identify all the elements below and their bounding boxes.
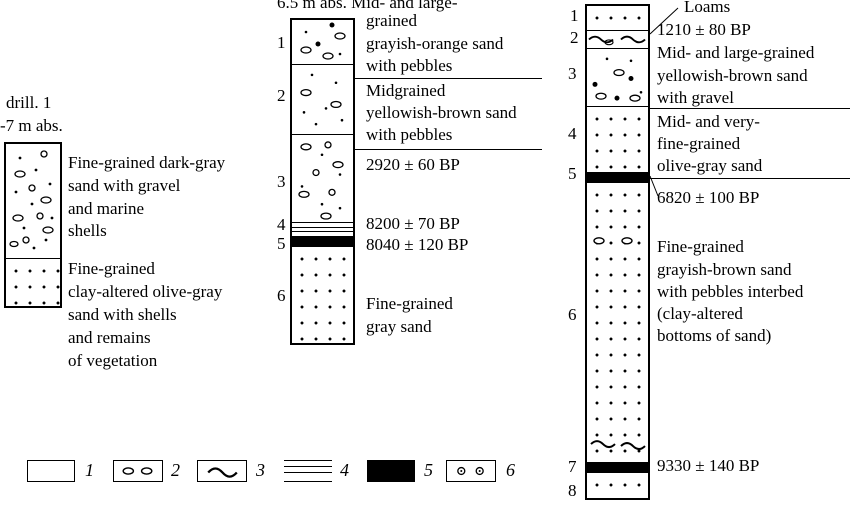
- legend-clay-icon: [284, 460, 332, 482]
- right-layer-7: [587, 462, 648, 472]
- left-desc-2e: of vegetation: [68, 351, 158, 370]
- right-num-7: 7: [568, 457, 577, 476]
- right-layer-5: [587, 172, 648, 182]
- legend-loam-icon: [197, 460, 247, 482]
- middle-desc-2c: with pebbles: [366, 125, 453, 144]
- middle-desc-2a: Midgrained: [366, 81, 446, 100]
- left-desc-1a: Fine-grained dark-gray: [68, 153, 226, 172]
- left-desc-1d: shells: [68, 221, 107, 240]
- right-date-2: 1210 ± 80 BP: [657, 20, 751, 39]
- middle-date-4: 8200 ± 70 BP: [366, 214, 460, 233]
- middle-column: [290, 18, 355, 345]
- right-desc-3c: with gravel: [657, 88, 734, 107]
- right-desc-4b: fine-grained: [657, 134, 741, 153]
- right-num-2: 2: [570, 28, 579, 47]
- middle-num-1: 1: [277, 33, 286, 52]
- right-num-1: 1: [570, 6, 579, 25]
- middle-num-6: 6: [277, 286, 286, 305]
- right-layer-4: [587, 106, 648, 172]
- legend-shells-icon: [446, 460, 496, 482]
- right-date-7: 9330 ± 140 BP: [657, 456, 760, 475]
- legend-num-5: 5: [424, 460, 433, 480]
- middle-desc-6b: gray sand: [366, 317, 432, 336]
- left-layer-1: [6, 144, 60, 258]
- right-desc-6b: grayish-brown sand: [657, 260, 792, 279]
- middle-top-partial: 6.5 m abs. Mid- and large-: [277, 0, 458, 12]
- right-desc-6c: with pebbles interbed: [657, 282, 804, 301]
- left-desc-2d: and remains: [68, 328, 151, 347]
- left-desc-2a: Fine-grained: [68, 259, 155, 278]
- right-layer-6: [587, 182, 648, 462]
- legend-num-2: 2: [171, 460, 180, 480]
- middle-desc-1b: grayish-orange sand: [366, 34, 504, 53]
- legend-num-1: 1: [85, 460, 94, 480]
- right-layer-3: [587, 48, 648, 106]
- right-num-8: 8: [568, 481, 577, 500]
- drill-title: drill. 1: [6, 93, 52, 112]
- left-desc-2b: clay-altered olive-gray: [68, 282, 223, 301]
- right-desc-6e: bottoms of sand): [657, 326, 772, 345]
- legend-num-6: 6: [506, 460, 515, 480]
- middle-desc-1a: grained: [366, 11, 417, 30]
- right-num-4: 4: [568, 124, 577, 143]
- legend-num-4: 4: [340, 460, 349, 480]
- right-date-5: 6820 ± 100 BP: [657, 188, 760, 207]
- right-loams-label: Loams: [684, 0, 731, 16]
- right-desc-4a: Mid- and very-: [657, 112, 760, 131]
- legend-pebbles-icon: [113, 460, 163, 482]
- middle-desc-1c: with pebbles: [366, 56, 453, 75]
- middle-desc-2b: yellowish-brown sand: [366, 103, 517, 122]
- middle-layer-1: [292, 20, 353, 64]
- middle-layer-5: [292, 236, 353, 246]
- right-layer-2: [587, 30, 648, 48]
- middle-layer-6: [292, 246, 353, 345]
- middle-num-2: 2: [277, 86, 286, 105]
- legend-peat-icon: [367, 460, 415, 482]
- middle-layer-3: [292, 134, 353, 222]
- middle-layer-4: [292, 222, 353, 236]
- middle-num-3: 3: [277, 172, 286, 191]
- left-layer-2: [6, 258, 60, 308]
- right-num-3: 3: [568, 64, 577, 83]
- right-num-6: 6: [568, 305, 577, 324]
- middle-desc-6a: Fine-grained: [366, 294, 453, 313]
- right-desc-6d: (clay-altered: [657, 304, 743, 323]
- legend-sand-icon: [27, 460, 75, 482]
- left-desc-1b: sand with gravel: [68, 176, 181, 195]
- right-desc-4c: olive-gray sand: [657, 156, 763, 175]
- drill-elevation: -7 m abs.: [0, 116, 63, 135]
- right-layer-8: [587, 472, 648, 500]
- legend-num-3: 3: [256, 460, 265, 480]
- right-layer-1: [587, 6, 648, 30]
- left-desc-1c: and marine: [68, 199, 144, 218]
- middle-num-5: 5: [277, 234, 286, 253]
- left-layer-1-pattern: [9, 150, 54, 250]
- middle-layer-2: [292, 64, 353, 134]
- middle-date-5: 8040 ± 120 BP: [366, 235, 469, 254]
- middle-date-3: 2920 ± 60 BP: [366, 155, 460, 174]
- left-column: [4, 142, 62, 308]
- middle-num-4: 4: [277, 215, 286, 234]
- right-num-5: 5: [568, 164, 577, 183]
- left-desc-2c: sand with shells: [68, 305, 177, 324]
- right-desc-6a: Fine-grained: [657, 237, 744, 256]
- right-desc-3a: Mid- and large-grained: [657, 43, 815, 62]
- right-desc-3b: yellowish-brown sand: [657, 66, 808, 85]
- right-column: [585, 4, 650, 500]
